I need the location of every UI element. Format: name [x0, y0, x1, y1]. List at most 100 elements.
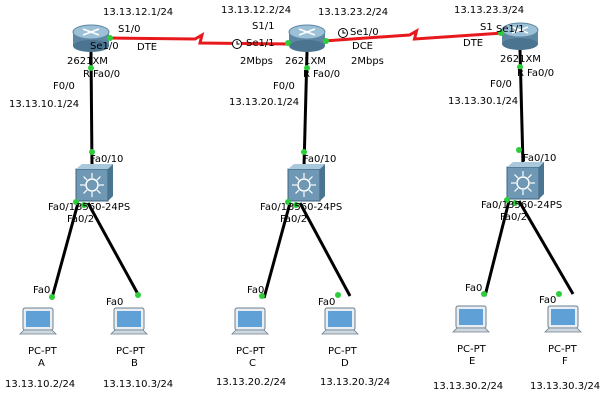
port-status-dot-16 — [49, 294, 55, 300]
serial-link-r2-r3 — [323, 27, 504, 43]
sw1-uplink-port: Fa0/10 — [90, 154, 124, 165]
r1-fa-port: Fa0/0 — [93, 69, 121, 80]
clock-icons-layer — [232, 28, 348, 49]
devices-layer — [19, 22, 582, 335]
pc-screen — [459, 309, 483, 325]
pc-keyboard — [544, 327, 582, 333]
switch-side — [108, 164, 113, 201]
links-layer — [50, 27, 575, 299]
router-3-icon — [501, 22, 539, 50]
pc-screen — [238, 311, 262, 327]
switch-top — [288, 164, 325, 169]
router-1-icon — [72, 24, 110, 52]
pc-d-name: D — [341, 358, 349, 369]
r1-model-label: 2621XM — [67, 56, 108, 67]
port-status-dot-3 — [498, 30, 504, 36]
port-status-dot-0 — [107, 35, 113, 41]
switch-arrow — [295, 176, 300, 181]
port-status-dot-4 — [88, 65, 94, 71]
switch-arrow — [514, 187, 519, 192]
port-status-dot-13 — [293, 202, 299, 208]
router-base — [502, 38, 538, 50]
pc-d-icon — [321, 307, 359, 335]
r2-port-r: R — [303, 69, 310, 80]
sw1-port1: Fa0/1 — [48, 202, 76, 213]
r1-lan-address: 13.13.10.1/24 — [9, 99, 80, 110]
pc-b-icon — [110, 307, 148, 335]
ethernet-link-sw1-pc-a — [50, 202, 80, 299]
switch-hub-icon — [516, 176, 530, 190]
pc-b-address: 13.13.10.3/24 — [103, 379, 174, 390]
r2-serial-port-left: Se1/1 — [246, 38, 275, 49]
pc-keyboard — [321, 329, 359, 335]
sw1-model-label: 3560-24PS — [76, 202, 131, 213]
sw2-port2: Fa0/2 — [280, 214, 308, 225]
switch-2-icon — [287, 164, 325, 202]
sw3-port2: Fa0/2 — [500, 212, 528, 223]
port-status-dot-11 — [81, 202, 87, 208]
router-base — [289, 40, 325, 52]
r1-serial-label: S1/0 — [118, 24, 141, 35]
pc-keyboard — [452, 327, 490, 333]
ethernet-link-sw2-pc-d — [298, 202, 352, 297]
switch-hub-icon — [297, 178, 311, 192]
pc-c-type: PC-PT — [236, 346, 265, 357]
port-status-dot-1 — [285, 40, 291, 46]
port-status-dot-7 — [89, 149, 95, 155]
pc-a-address: 13.13.10.2/24 — [5, 379, 76, 390]
r2-fa-port: Fa0/0 — [313, 69, 341, 80]
r1-port-r: R — [83, 69, 90, 80]
pc-c-icon — [231, 307, 269, 335]
switch-arrow — [96, 176, 101, 181]
ethernet-link-sw2-pc-c — [262, 202, 292, 299]
sw2-uplink-port: Fa0/10 — [303, 154, 337, 165]
switch-side — [320, 164, 325, 201]
pc-f-address: 13.13.30.3/24 — [530, 381, 601, 392]
switch-top — [507, 162, 544, 167]
ethernet-link-sw3-pc-e — [483, 200, 511, 297]
r2-lan-address: 13.13.20.1/24 — [229, 97, 300, 108]
pc-screen — [328, 311, 352, 327]
r3-lan-address: 13.13.30.1/24 — [448, 96, 519, 107]
sw1-port2: Fa0/2 — [67, 214, 95, 225]
r3-dte-label: DTE — [463, 38, 484, 49]
pc-d-type: PC-PT — [328, 346, 357, 357]
switch-arrow — [527, 187, 532, 192]
port-status-dot-19 — [335, 292, 341, 298]
ethernet-link-r2-sw2 — [302, 51, 309, 168]
r2-rate-left: 2Mbps — [240, 56, 273, 67]
ethernet-link-r1-sw1 — [89, 51, 94, 168]
port-status-dot-15 — [512, 200, 518, 206]
switch-arrow — [514, 174, 519, 179]
router-base — [73, 40, 109, 52]
switch-arrow — [308, 176, 313, 181]
ethernet-link-sw3-pc-f — [517, 200, 575, 295]
port-status-dot-10 — [73, 199, 79, 205]
pc-a-icon — [19, 307, 57, 335]
port-status-dot-20 — [481, 291, 487, 297]
r3-serial-address: 13.13.23.3/24 — [454, 5, 525, 16]
pc-keyboard — [231, 329, 269, 335]
pc-e-name: E — [469, 356, 476, 367]
r2-model-label: 2621XM — [285, 56, 326, 67]
port-status-dot-5 — [304, 65, 310, 71]
r1-dte-label: DTE — [137, 42, 158, 53]
port-status-dot-21 — [556, 291, 562, 297]
r3-f-label: F0/0 — [490, 79, 512, 90]
pc-a-port: Fa0 — [33, 285, 51, 296]
pc-a-name: A — [38, 358, 45, 369]
r1-serial-port: Se1/0 — [90, 41, 119, 52]
sw3-port1: Fa0/1 — [481, 200, 509, 211]
router-arrows-icon — [511, 26, 529, 34]
pc-b-port: Fa0 — [106, 297, 124, 308]
pc-d-port: Fa0 — [318, 297, 336, 308]
clock-icon — [232, 39, 242, 49]
sw2-model-label: 3560-24PS — [288, 202, 343, 213]
router-arrows-icon — [82, 28, 100, 36]
switch-3-icon — [506, 162, 544, 200]
pc-d-address: 13.13.20.3/24 — [320, 377, 391, 388]
switch-1-icon — [75, 164, 113, 202]
r2-serial-address-left: 13.13.12.2/24 — [221, 5, 292, 16]
r1-serial-address: 13.13.12.1/24 — [103, 7, 174, 18]
